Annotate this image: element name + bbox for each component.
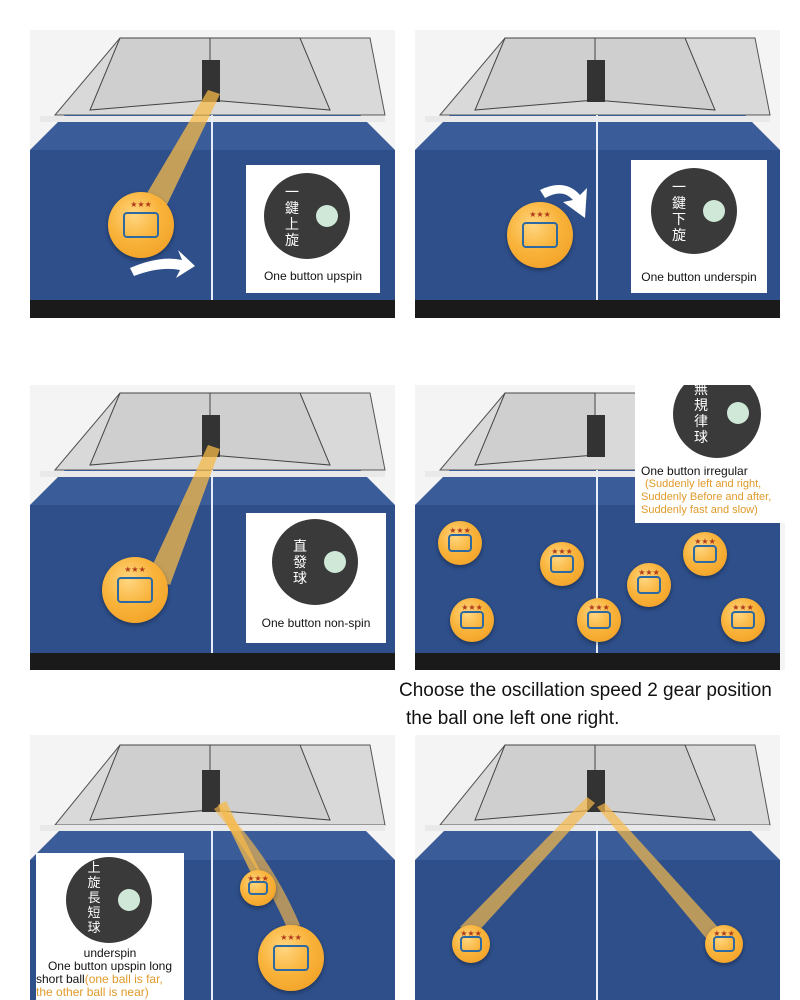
ping-pong-ball-icon: ★★★	[705, 925, 743, 963]
ping-pong-ball-icon: ★★★	[450, 598, 494, 642]
table-scene	[415, 735, 780, 1000]
ping-pong-ball-icon: ★★★	[627, 563, 671, 607]
irregular-button-icon: 無規律球	[673, 385, 761, 458]
irregular-note-line1: (Suddenly left and right,	[645, 478, 762, 490]
ping-pong-ball-icon: ★★★	[102, 557, 168, 623]
caption-longshort-text: short ball	[36, 972, 85, 986]
chinese-label: 無規律球	[694, 385, 708, 446]
ping-pong-ball-icon: ★★★	[721, 598, 765, 642]
upspin-button-icon: 一鍵上旋	[264, 173, 350, 259]
ping-pong-ball-icon: ★★★	[452, 925, 490, 963]
indicator-dot	[727, 402, 749, 424]
chinese-label: 直發球	[293, 539, 307, 587]
caption-card: 上旋長短球 underspin One button upspin long s…	[36, 853, 184, 1000]
underspin-button-icon: 一鍵下旋	[651, 168, 737, 254]
curved-arrow-icon	[130, 250, 195, 278]
ping-pong-ball-icon: ★★★	[240, 870, 276, 906]
caption-nonspin: One button non-spin	[261, 616, 371, 630]
indicator-dot	[118, 889, 140, 911]
caption-longshort-line1: One button upspin long	[47, 959, 173, 973]
ping-pong-ball-icon: ★★★	[438, 521, 482, 565]
caption-underspin: One button underspin	[641, 270, 757, 284]
caption-upspin: One button upspin	[263, 269, 363, 283]
indicator-dot	[316, 205, 338, 227]
longshort-button-icon: 上旋長短球	[66, 857, 152, 943]
indicator-dot	[703, 200, 725, 222]
panel-longshort: ★★★ ★★★ 上旋長短球 underspin One button upspi…	[30, 735, 395, 1000]
ping-pong-ball-icon: ★★★	[258, 925, 324, 991]
caption-card: 一鍵上旋 One button upspin	[246, 165, 380, 293]
chinese-label: 一鍵下旋	[672, 180, 686, 244]
ping-pong-ball-icon: ★★★	[108, 192, 174, 258]
curved-arrow-icon	[540, 185, 587, 218]
irregular-note-line3: Suddenly fast and slow)	[641, 504, 758, 516]
chinese-label: 一鍵上旋	[285, 185, 299, 249]
ping-pong-ball-icon: ★★★	[540, 542, 584, 586]
caption-longshort-top: underspin	[83, 946, 137, 960]
ping-pong-ball-icon: ★★★	[683, 532, 727, 576]
caption-card: 一鍵下旋 One button underspin	[631, 160, 767, 293]
irregular-note-line2: Suddenly Before and after,	[641, 491, 772, 503]
longshort-note-line2: the other ball is near)	[36, 985, 149, 999]
indicator-dot	[324, 551, 346, 573]
nonspin-button-icon: 直發球	[272, 519, 358, 605]
caption-irregular: One button irregular	[641, 464, 748, 478]
ping-pong-ball-icon: ★★★	[577, 598, 621, 642]
panel-oscillation: ★★★ ★★★	[415, 735, 780, 1000]
panel-nonspin: ★★★ 直發球 One button non-spin	[30, 385, 395, 670]
oscillation-caption-line2: the ball one left one right.	[406, 708, 620, 729]
caption-longshort-line2: short ball(one ball is far,	[36, 972, 184, 986]
panel-irregular: ★★★ ★★★ ★★★ ★★★ ★★★ ★★★ ★★★ 無規律球 One but…	[415, 385, 785, 670]
oscillation-caption-line1: Choose the oscillation speed 2 gear posi…	[399, 680, 772, 701]
longshort-note-line1: (one ball is far,	[84, 972, 163, 986]
panel-underspin: ★★★ 一鍵下旋 One button underspin	[415, 30, 780, 318]
caption-card: 無規律球 One button irregular (Suddenly left…	[635, 385, 785, 523]
caption-card: 直發球 One button non-spin	[246, 513, 386, 643]
chinese-label: 上旋長短球	[87, 861, 101, 936]
ping-pong-ball-icon: ★★★	[507, 202, 573, 268]
panel-upspin: ★★★ 一鍵上旋 One button upspin	[30, 30, 395, 318]
